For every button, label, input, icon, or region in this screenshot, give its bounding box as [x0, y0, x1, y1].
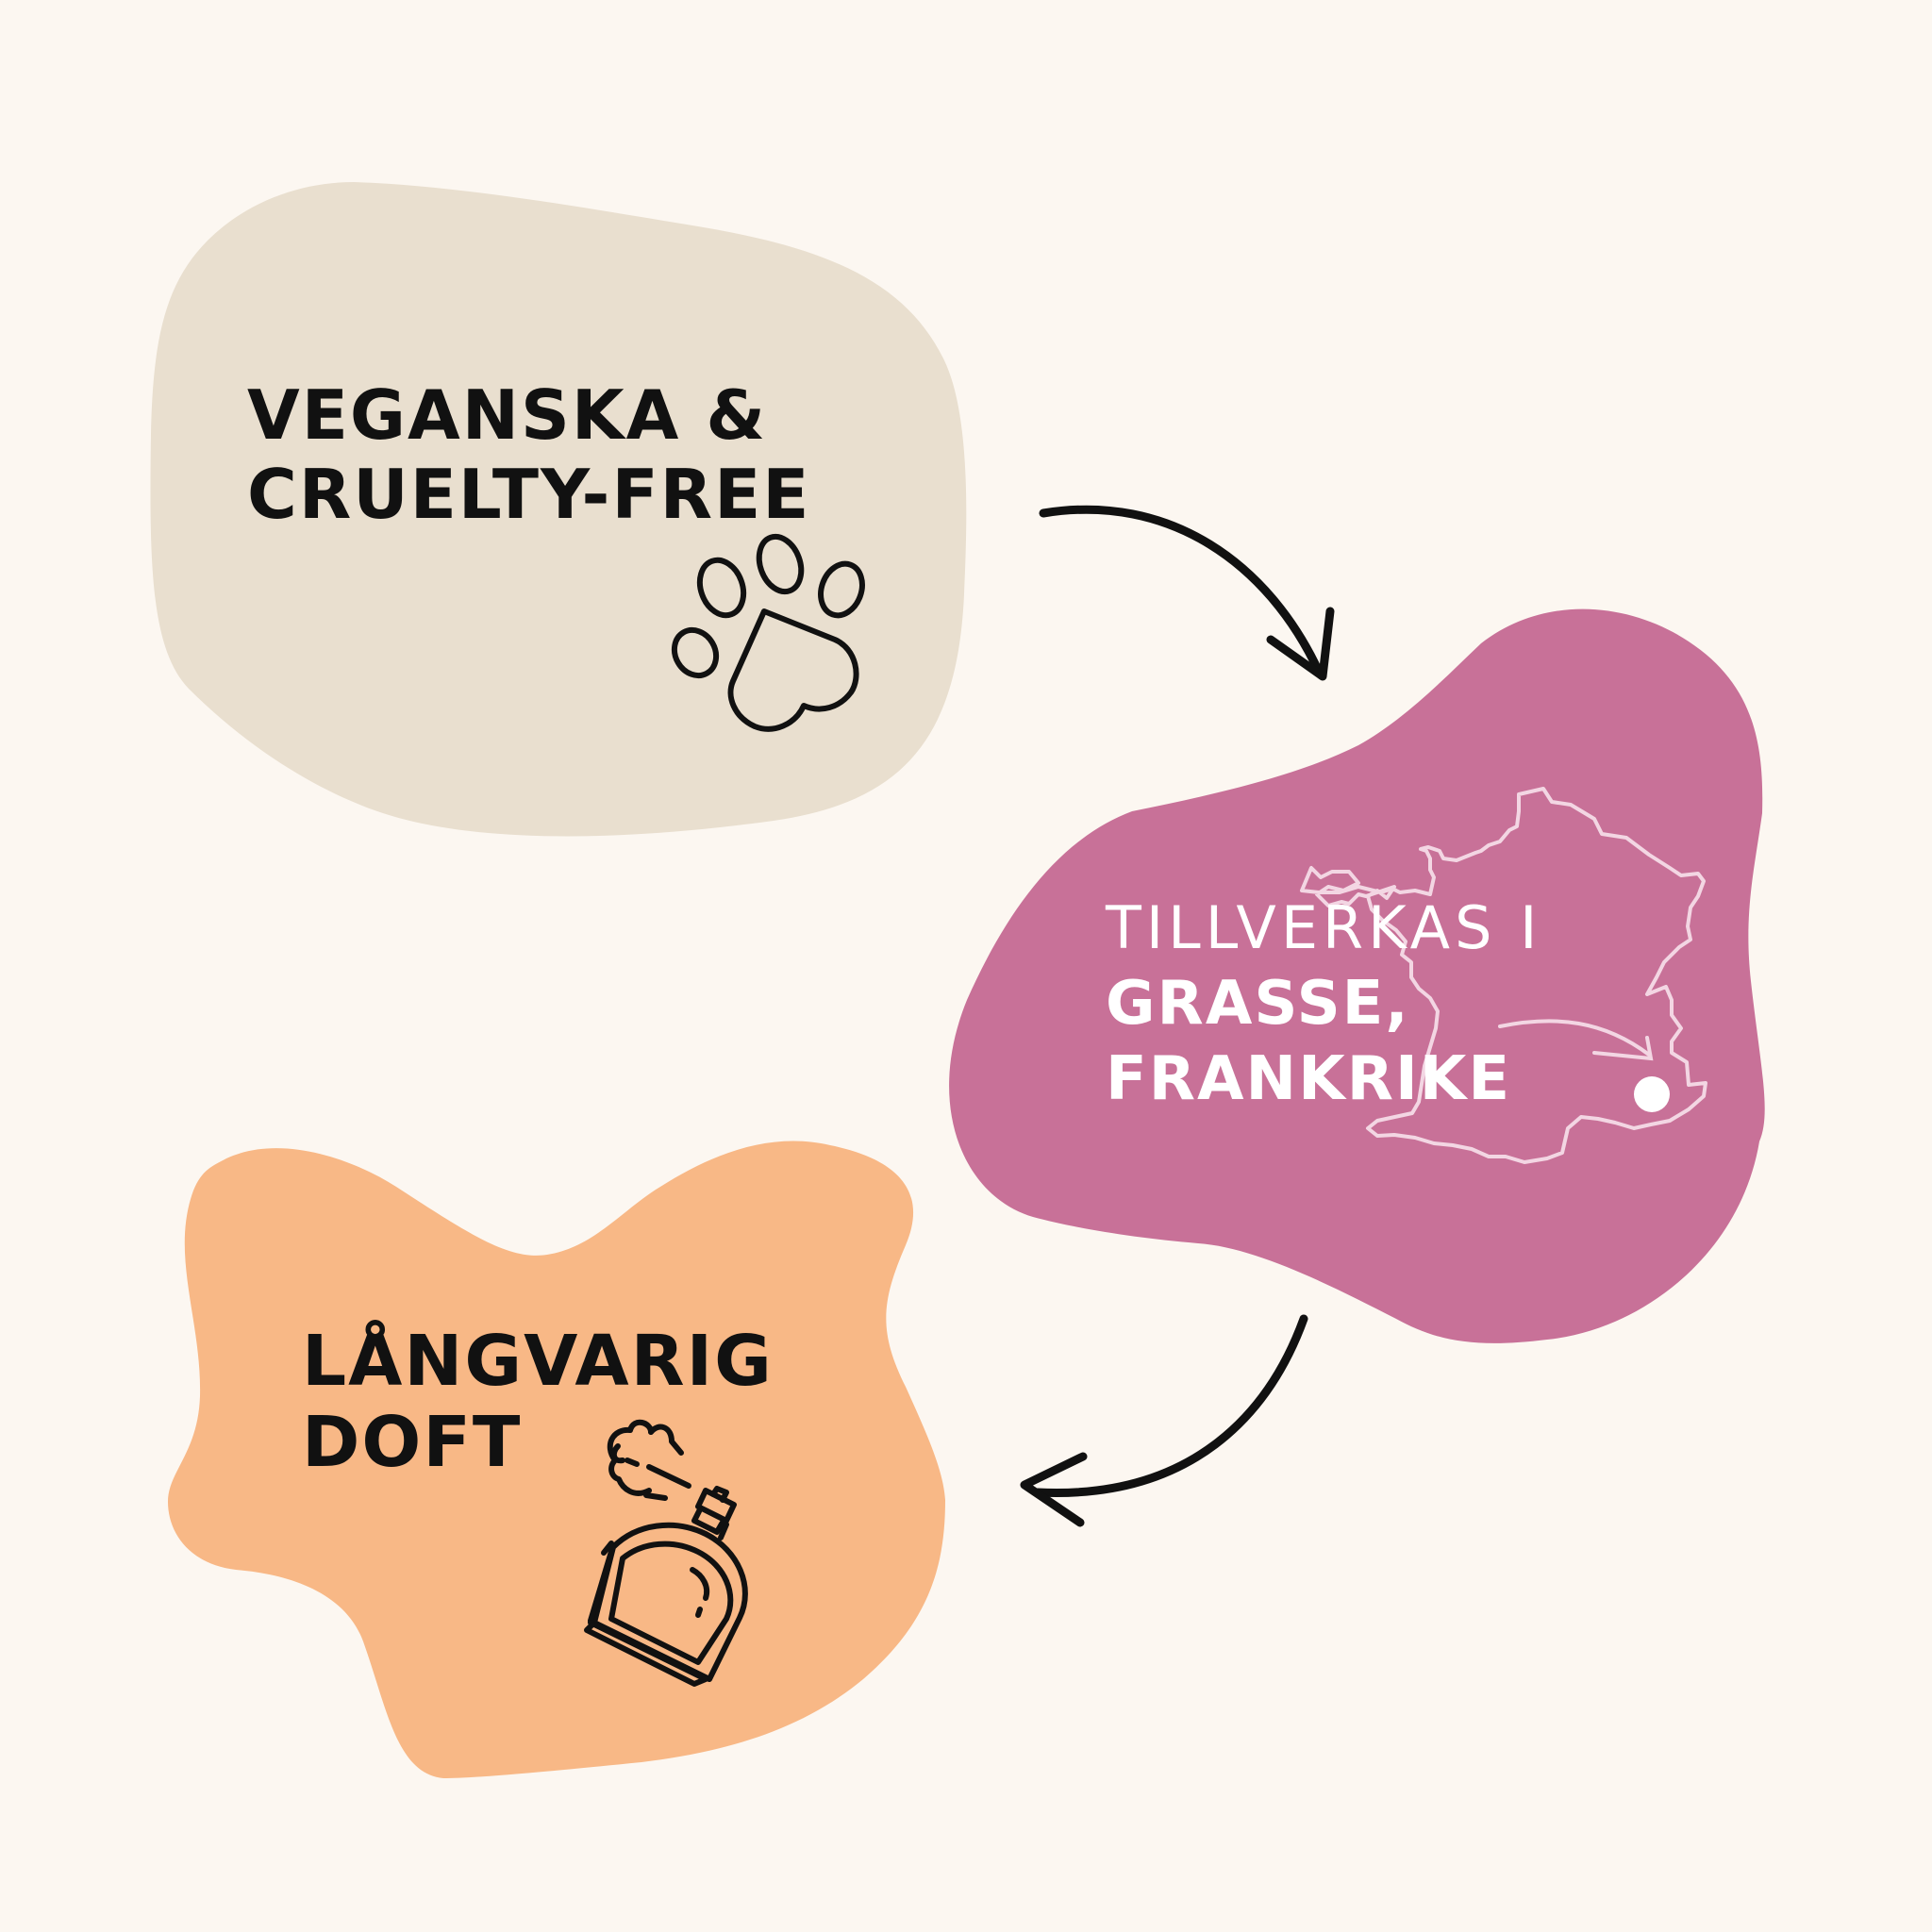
- curved-arrow-right-down-icon: [1039, 505, 1335, 681]
- france-map-icon: [1300, 787, 1707, 1164]
- map-arrow-icon: [1498, 1019, 1654, 1061]
- blob-vegan-shape: [150, 182, 967, 837]
- feature-grasse-label: TILLVERKAS I GRASSE, FRANKRIKE: [1106, 891, 1541, 1117]
- feature-grasse-line2: GRASSE,: [1106, 969, 1410, 1039]
- feature-vegan-line2: CRUELTY-FREE: [247, 455, 811, 534]
- feature-grasse-line3: FRANKRIKE: [1106, 1044, 1512, 1114]
- perfume-bottle-icon: [584, 1419, 748, 1687]
- feature-doft-line1: LÅNGVARIG: [302, 1321, 774, 1402]
- feature-grasse-line1: TILLVERKAS I: [1106, 893, 1542, 962]
- blob-grasse: [949, 608, 1765, 1343]
- feature-vegan-label: VEGANSKA & CRUELTY-FREE: [247, 375, 810, 534]
- feature-doft-line2: DOFT: [302, 1402, 523, 1483]
- location-dot-icon: [1634, 1076, 1670, 1112]
- blob-doft: [168, 1141, 945, 1778]
- feature-vegan-line1: VEGANSKA &: [247, 375, 768, 455]
- paw-icon: [671, 533, 865, 732]
- feature-doft-label: LÅNGVARIG DOFT: [302, 1321, 774, 1483]
- curved-arrow-left-down-icon: [1020, 1314, 1308, 1527]
